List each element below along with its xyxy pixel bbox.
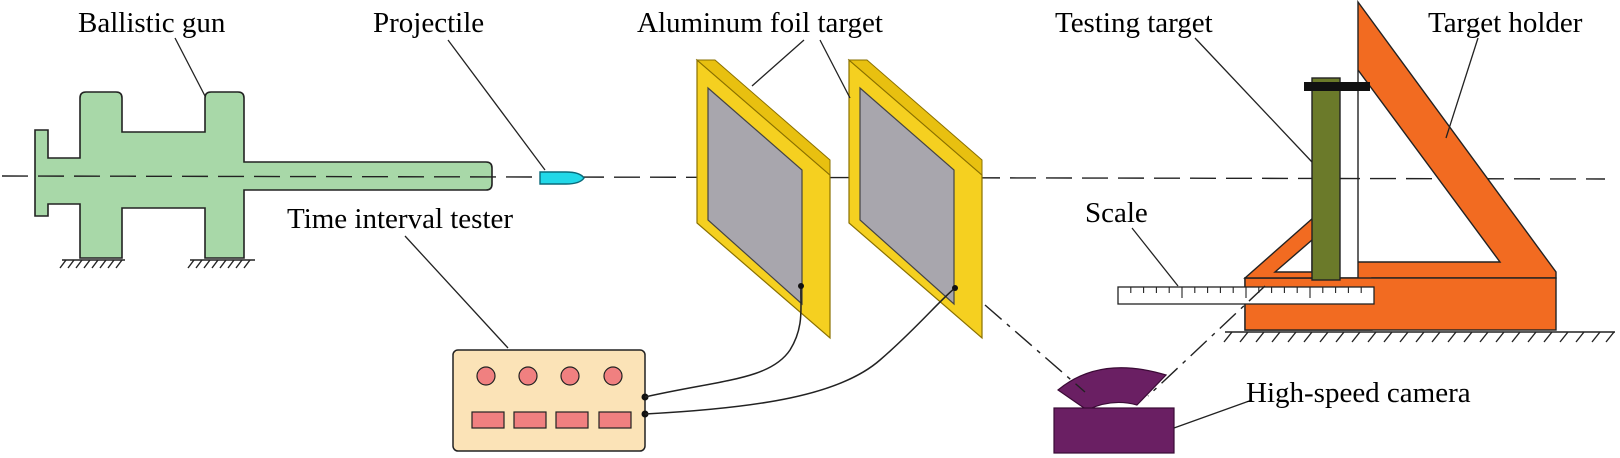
holder-ground-hatch xyxy=(1223,331,1615,343)
label-ballistic-gun: Ballistic gun xyxy=(78,7,226,39)
label-time-interval-tester: Time interval tester xyxy=(287,203,513,235)
aluminum-foil-target-1 xyxy=(695,58,831,340)
label-projectile: Projectile xyxy=(373,7,484,39)
wire-to-foil-1 xyxy=(644,285,802,398)
ballistic-gun xyxy=(34,91,493,269)
aluminum-foil-target-2 xyxy=(847,58,983,340)
label-high-speed-camera: High-speed camera xyxy=(1246,377,1471,409)
projectile xyxy=(539,171,585,185)
time-interval-tester xyxy=(452,349,649,452)
camera-body xyxy=(1053,407,1175,454)
high-speed-camera xyxy=(1053,367,1175,454)
label-aluminum-foil-target: Aluminum foil target xyxy=(637,7,883,39)
foil-face xyxy=(707,86,803,306)
leader-lines xyxy=(174,37,1479,429)
gun-ground-hatch-left xyxy=(59,259,125,269)
tester-indicator-lights xyxy=(476,366,623,386)
label-target-holder: Target holder xyxy=(1428,7,1583,39)
testing-target xyxy=(1304,77,1370,281)
camera-fov-line-left xyxy=(984,304,1086,393)
ballistic-gun-body xyxy=(34,91,493,259)
wire-to-foil-2 xyxy=(644,287,956,415)
testing-target-clamp xyxy=(1304,82,1370,91)
gun-ground-hatch-right xyxy=(187,259,255,269)
scale xyxy=(1117,286,1375,305)
camera-lens xyxy=(1057,367,1168,411)
label-testing-target: Testing target xyxy=(1055,7,1213,39)
foil-face xyxy=(859,86,955,306)
tester-buttons xyxy=(471,411,632,429)
camera-fov-line-right xyxy=(1147,285,1266,397)
label-scale: Scale xyxy=(1085,197,1148,229)
